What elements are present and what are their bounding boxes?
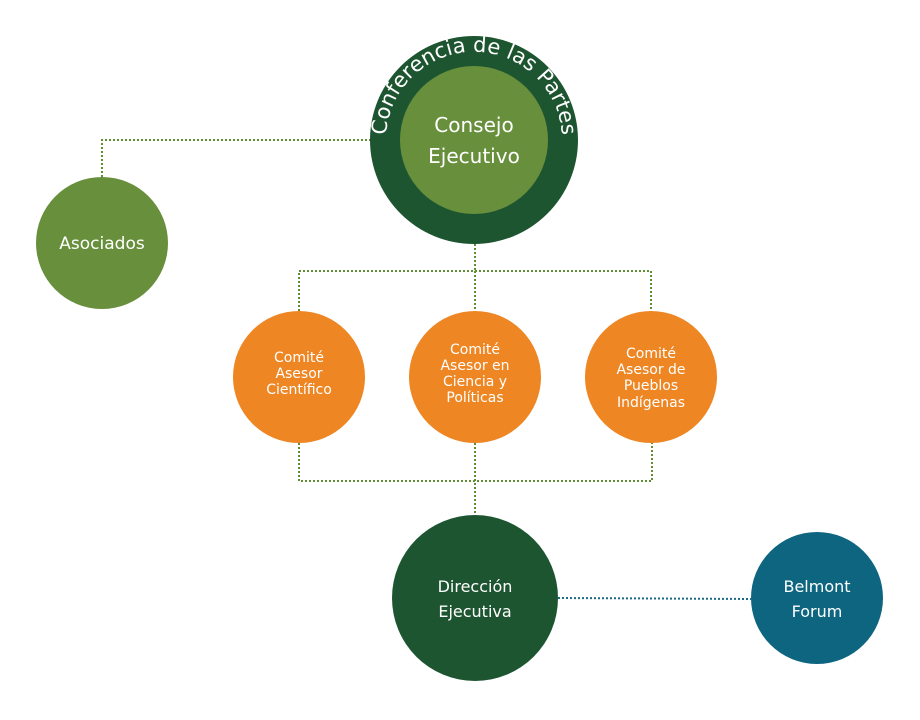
comite-cientifico-circle: [233, 311, 365, 443]
label-line: Asesor: [275, 366, 322, 382]
label-line: Dirección: [438, 577, 513, 596]
node-asociados: Asociados: [36, 177, 168, 309]
label-line: Ciencia y: [443, 374, 507, 390]
label-line: Políticas: [446, 390, 503, 406]
label-line: Comité: [626, 346, 676, 362]
direccion-circle: [392, 515, 558, 681]
asociados-circle: [36, 177, 168, 309]
label-line: Comité: [450, 342, 500, 358]
label-line: Comité: [274, 350, 324, 366]
label-line: Belmont: [783, 577, 850, 596]
label-line: Forum: [792, 602, 843, 621]
comite-ciencia-politicas-circle: [409, 311, 541, 443]
consejo-line-2: Ejecutivo: [428, 144, 520, 168]
node-comite-cientifico: Comité Asesor Científico: [233, 311, 365, 443]
belmont-circle: [751, 532, 883, 664]
comite-pueblos-circle: [585, 311, 717, 443]
label-line: Científico: [266, 382, 332, 398]
node-direccion: Dirección Ejecutiva: [392, 515, 558, 681]
label-line: Asesor de: [616, 362, 685, 378]
node-belmont: Belmont Forum: [751, 532, 883, 664]
consejo-line-1: Consejo: [434, 113, 513, 137]
label-line: Indígenas: [617, 395, 685, 411]
connector-belmont: [557, 597, 752, 600]
connector-asociados: [101, 139, 372, 177]
connector-bottom-bar: [298, 443, 653, 482]
node-comite-pueblos: Comité Asesor de Pueblos Indígenas: [585, 311, 717, 443]
node-conferencia: Conferencia de las Partes Consejo Ejecut…: [367, 33, 581, 244]
label-line: Pueblos: [624, 378, 678, 394]
label-line: Asesor en: [440, 358, 509, 374]
asociados-label: Asociados: [59, 234, 145, 254]
consejo-circle: [400, 66, 548, 214]
node-comite-ciencia-politicas: Comité Asesor en Ciencia y Políticas: [409, 311, 541, 443]
label-line: Ejecutiva: [438, 602, 511, 621]
